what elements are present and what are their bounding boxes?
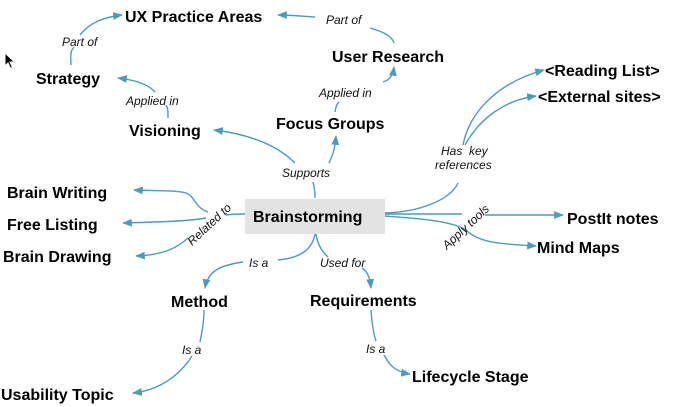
link-label-is-a: Is a bbox=[249, 256, 269, 270]
node-visioning[interactable]: Visioning bbox=[129, 123, 201, 140]
edge-is-a-usability-topic bbox=[132, 355, 193, 396]
edges bbox=[70, 11, 564, 396]
mouse-cursor-icon bbox=[4, 52, 16, 70]
node-method[interactable]: Method bbox=[171, 294, 228, 311]
edge-brainstorming-has-key-references bbox=[383, 182, 459, 214]
edge-focus-groups-applied-in bbox=[334, 101, 340, 113]
link-label-is-a: Is a bbox=[366, 342, 386, 356]
edge-user-research-part-of bbox=[369, 27, 395, 44]
node-mind-maps[interactable]: Mind Maps bbox=[537, 240, 620, 257]
nodes: UX Practice Areas User Research Strategy… bbox=[1, 9, 661, 404]
link-label-apply-tools: Apply tools bbox=[439, 202, 492, 253]
edge-supports-focus-groups bbox=[328, 135, 340, 164]
link-label-applied-in: Applied in bbox=[125, 94, 179, 108]
link-label-part-of: Part of bbox=[62, 35, 99, 49]
node-lifecycle-stage[interactable]: Lifecycle Stage bbox=[412, 369, 529, 386]
node-brainstorming[interactable]: Brainstorming bbox=[253, 209, 362, 226]
edge-is-a-lifecycle-stage bbox=[383, 354, 411, 377]
edge-related-to-brain-drawing bbox=[135, 237, 189, 260]
edge-apply-tools-mind-maps bbox=[465, 229, 537, 250]
node-strategy[interactable]: Strategy bbox=[36, 71, 100, 88]
edge-part-of-ux-practice-areas-2 bbox=[277, 11, 316, 19]
edge-brainstorming-apply-tools-2 bbox=[383, 215, 467, 231]
node-external-sites[interactable]: <External sites> bbox=[538, 89, 661, 106]
edge-applied-in-strategy bbox=[117, 75, 156, 93]
edge-requirements-is-a bbox=[370, 309, 377, 342]
edge-visioning-applied-in bbox=[165, 104, 169, 119]
node-reading-list[interactable]: <Reading List> bbox=[545, 63, 660, 80]
edge-has-key-references-reading-list bbox=[462, 68, 545, 146]
edge-brainstorming-supports bbox=[312, 181, 316, 199]
center-node-box bbox=[245, 199, 385, 234]
link-label-is-a: Is a bbox=[182, 343, 202, 357]
node-requirements[interactable]: Requirements bbox=[310, 293, 417, 310]
link-label-applied-in: Applied in bbox=[318, 86, 372, 100]
link-label-supports: Supports bbox=[282, 166, 330, 180]
edge-part-of-ux-practice-areas bbox=[79, 12, 123, 36]
node-focus-groups[interactable]: Focus Groups bbox=[276, 116, 385, 133]
edge-has-key-references-external-sites bbox=[464, 93, 537, 146]
node-free-listing[interactable]: Free Listing bbox=[7, 217, 98, 234]
edge-related-to-free-listing bbox=[122, 217, 207, 227]
node-user-research[interactable]: User Research bbox=[332, 49, 444, 66]
link-label-part-of: Part of bbox=[326, 13, 363, 27]
edge-brainstorming-used-for bbox=[315, 233, 329, 258]
edge-supports-visioning bbox=[213, 127, 296, 164]
edge-brainstorming-is-a bbox=[277, 233, 316, 261]
edge-used-for-requirements bbox=[361, 267, 375, 289]
node-brain-drawing[interactable]: Brain Drawing bbox=[3, 249, 111, 266]
link-label-related-to: Related to bbox=[184, 200, 234, 248]
edge-strategy-part-of bbox=[70, 46, 75, 66]
edge-is-a-method bbox=[202, 261, 244, 289]
edge-method-is-a bbox=[199, 309, 205, 343]
link-label-has-key-references: references bbox=[435, 158, 492, 172]
node-brain-writing[interactable]: Brain Writing bbox=[7, 185, 107, 202]
edge-applied-in-user-research bbox=[382, 66, 397, 83]
node-ux-practice-areas[interactable]: UX Practice Areas bbox=[125, 9, 262, 26]
edge-related-to-brain-writing bbox=[133, 186, 209, 213]
node-usability-topic[interactable]: Usability Topic bbox=[1, 387, 114, 404]
link-label-has-key-references: Has key bbox=[441, 144, 489, 158]
edge-brainstorming-related-to bbox=[225, 213, 247, 216]
node-postit-notes[interactable]: PostIt notes bbox=[567, 211, 659, 228]
link-label-used-for: Used for bbox=[320, 256, 366, 270]
